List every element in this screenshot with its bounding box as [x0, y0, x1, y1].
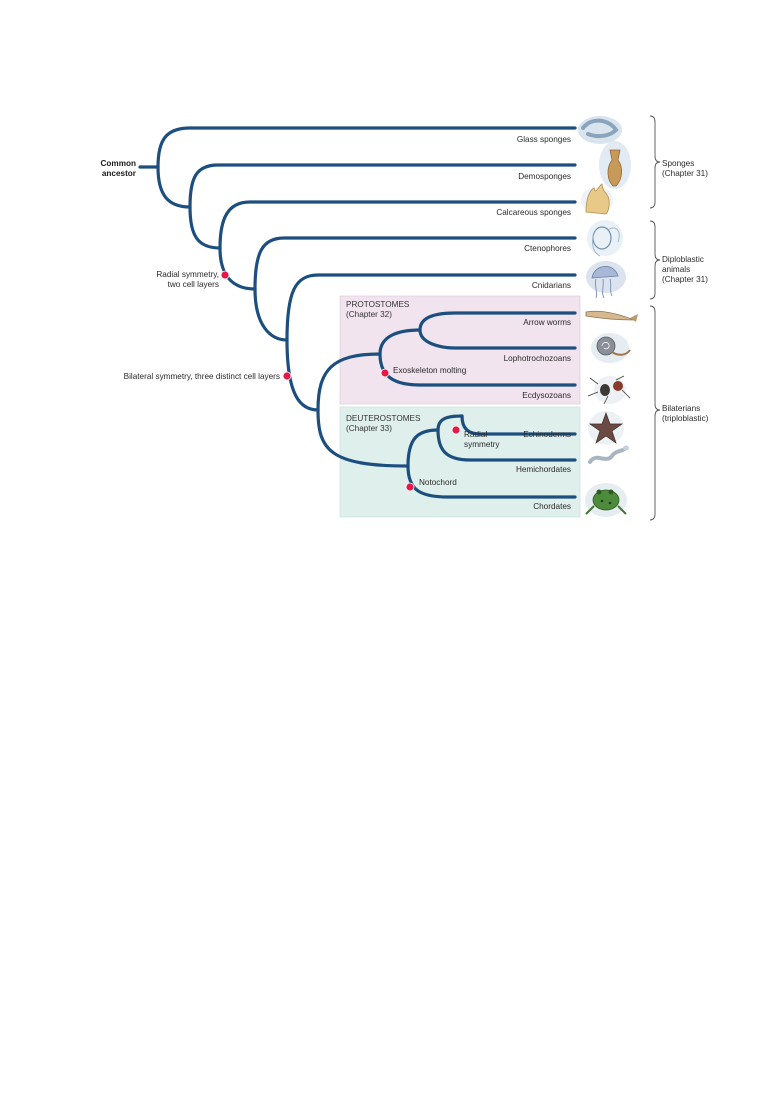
taxon-label: Calcareous sponges: [496, 208, 571, 217]
node-label-radial-echino-2: symmetry: [464, 440, 500, 449]
bracket-label: Bilaterians: [662, 404, 700, 413]
branch-hemichordates: [436, 428, 577, 462]
bracket-label: Diploblastic: [662, 255, 704, 264]
node-bilateral-symmetry: [282, 371, 292, 381]
taxon-label: Ecdysozoans: [522, 391, 571, 400]
group-chapter-deuterostomes: (Chapter 33): [346, 424, 392, 433]
tree-branches: [138, 126, 577, 499]
acorn-worm-icon: [588, 445, 629, 464]
node-label-bilateral: Bilateral symmetry, three distinct cell …: [124, 372, 280, 381]
branch-glass-sponges: [156, 126, 577, 169]
branch-ecdysozoans: [378, 352, 577, 387]
glass-sponge-icon: [578, 116, 622, 144]
taxon-label: Arrow worms: [523, 318, 571, 327]
node-radial-symmetry: [220, 270, 230, 280]
insect-icon: [587, 375, 631, 405]
deuterostomes-box: [339, 406, 581, 518]
arrow-worm-icon: [585, 310, 638, 322]
node-label-exoskeleton: Exoskeleton molting: [393, 366, 467, 375]
branch-demosponges: [188, 163, 577, 209]
node-label-notochord: Notochord: [419, 478, 457, 487]
taxon-label: Demosponges: [518, 172, 571, 181]
snail-icon: [591, 333, 631, 363]
demosponge-icon: [599, 141, 631, 189]
frog-icon: [585, 483, 627, 517]
calcareous-sponge-icon: [581, 183, 613, 215]
jellyfish-icon: [586, 261, 626, 299]
taxon-label: Chordates: [533, 502, 571, 511]
bracket-label: (triploblastic): [662, 414, 709, 423]
taxon-label: Hemichordates: [516, 465, 571, 474]
bracket-label: animals: [662, 265, 690, 274]
taxon-label: Glass sponges: [517, 135, 571, 144]
bracket-label: (Chapter 31): [662, 169, 708, 178]
root-label-line2: ancestor: [102, 169, 137, 178]
branch-lophotrochozoans: [418, 328, 577, 350]
branch-arrow-worms: [418, 311, 577, 332]
branch-chordates: [406, 464, 577, 499]
node-label-radial-2: two cell layers: [168, 280, 219, 289]
group-chapter-protostomes: (Chapter 32): [346, 310, 392, 319]
bracket-label: (Chapter 31): [662, 275, 708, 284]
starfish-icon: [588, 411, 624, 445]
bracket-sponges: [649, 115, 661, 209]
branch-cnidarians: [285, 273, 577, 342]
branch-calcareous-sponges: [218, 200, 577, 250]
taxon-label: Lophotrochozoans: [504, 354, 571, 363]
taxon-label: Echinoderms: [523, 430, 571, 439]
node-notochord: [405, 482, 415, 492]
root-label-line1: Common: [101, 159, 136, 168]
ctenophore-icon: [587, 220, 623, 257]
taxon-label: Ctenophores: [524, 244, 571, 253]
node-label-radial-echino-1: Radial: [464, 430, 487, 439]
branch-echinoderms: [460, 414, 577, 436]
node-exoskeleton: [380, 368, 390, 378]
bracket-label: Sponges: [662, 159, 694, 168]
node-label-radial-1: Radial symmetry,: [156, 270, 219, 279]
bracket-bilaterians: [649, 305, 661, 521]
group-title-deuterostomes: DEUTEROSTOMES: [346, 414, 421, 423]
node-echinoderm-radial: [451, 425, 461, 435]
taxon-label: Cnidarians: [532, 281, 571, 290]
brackets: [649, 115, 661, 521]
group-title-protostomes: PROTOSTOMES: [346, 300, 410, 309]
branch-ctenophores: [253, 236, 577, 291]
node-markers: [220, 270, 461, 492]
bracket-diploblastic: [649, 220, 661, 300]
